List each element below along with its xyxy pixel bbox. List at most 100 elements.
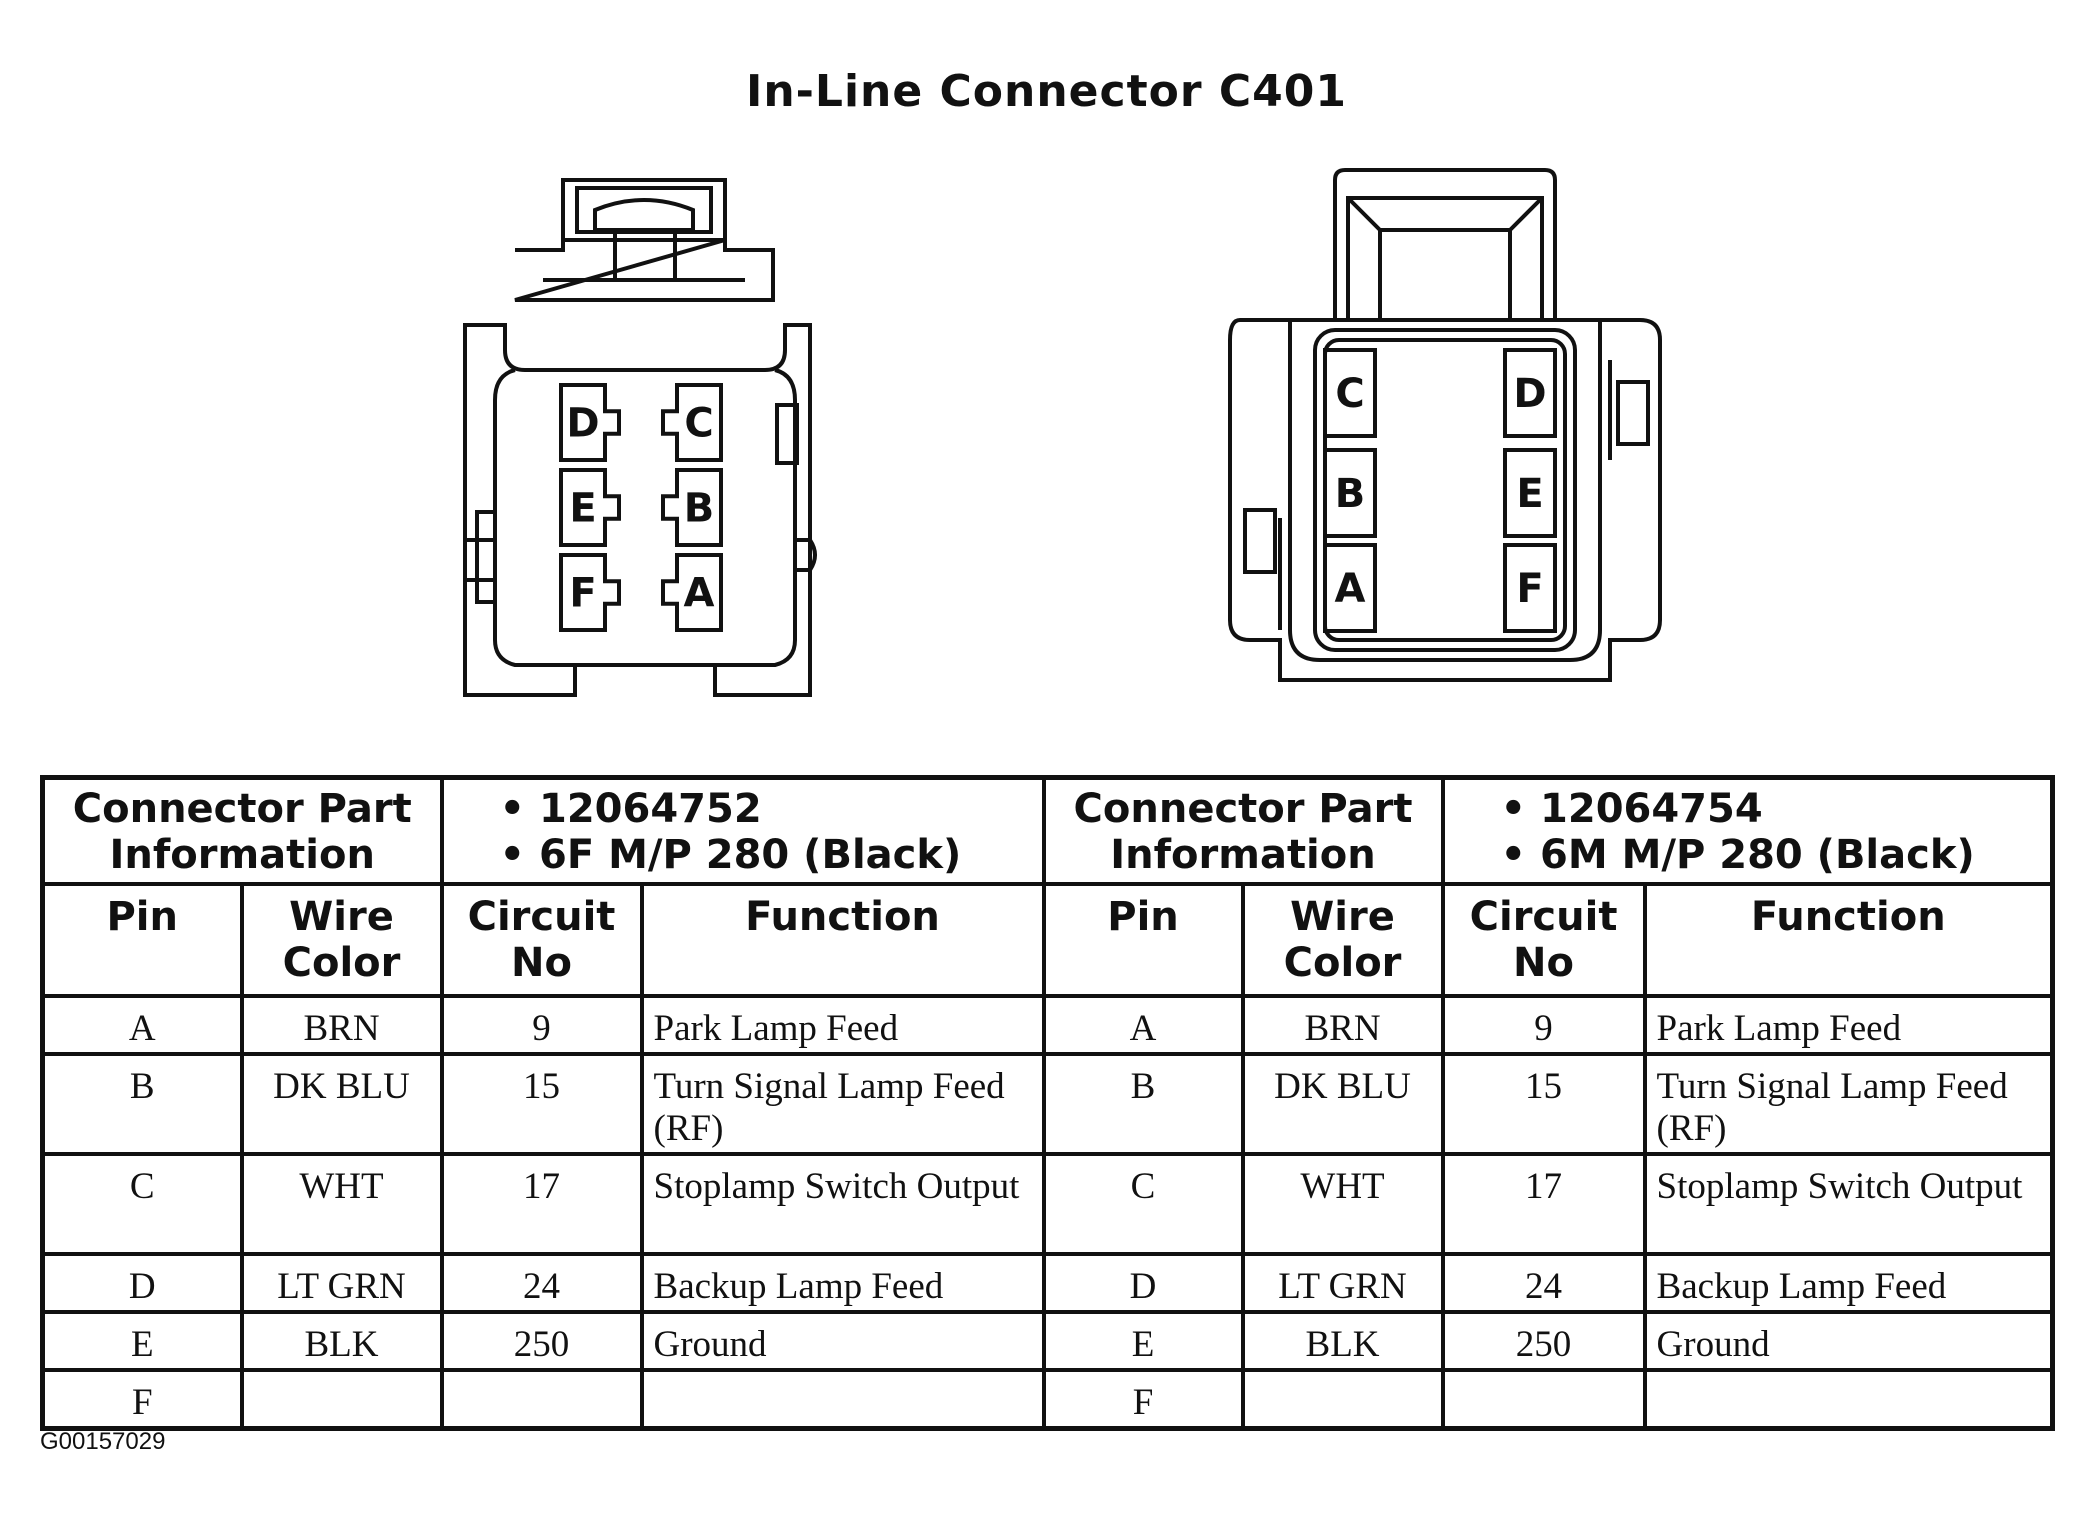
function-cell: Park Lamp Feed: [1642, 994, 2055, 1056]
function-cell: Backup Lamp Feed: [1642, 1252, 2055, 1314]
connector-face-male: C B A D E F: [1220, 160, 1670, 700]
wire-color-cell: WHT: [239, 1152, 444, 1256]
pin-label: C: [1335, 371, 1364, 417]
wire-color-cell: LT GRN: [239, 1252, 444, 1314]
pin-cell: B: [40, 1052, 244, 1156]
wire-color-cell: BRN: [239, 994, 444, 1056]
pin-cell: A: [1041, 994, 1245, 1056]
pin-cavity: [559, 383, 621, 462]
circuit-no-cell: 9: [1440, 994, 1647, 1056]
function-cell: Park Lamp Feed: [639, 994, 1046, 1056]
function-cell: Stoplamp Switch Output: [1642, 1152, 2055, 1256]
circuit-no-cell: 9: [439, 994, 644, 1056]
circuit-no-cell: 250: [1440, 1310, 1647, 1372]
col-header-wire-color: Wire Color: [239, 882, 444, 998]
part-info-label-left: Connector Part Information: [40, 775, 444, 886]
pin-cell: C: [1041, 1152, 1245, 1256]
pin-label: C: [684, 401, 713, 447]
pin-cavity: [559, 553, 621, 632]
pin-label: A: [684, 571, 715, 617]
pin-cell: B: [1041, 1052, 1245, 1156]
pin-label: F: [569, 571, 596, 617]
wire-color-cell: BLK: [239, 1310, 444, 1372]
function-cell: Turn Signal Lamp Feed (RF): [639, 1052, 1046, 1156]
wire-color-cell: WHT: [1240, 1152, 1445, 1256]
pin-cavity: [661, 383, 723, 462]
pin-cell: F: [1041, 1368, 1245, 1431]
col-header-function: Function: [1642, 882, 2055, 998]
pin-cell: F: [40, 1368, 244, 1431]
pin-cell: E: [1041, 1310, 1245, 1372]
pin-label: D: [566, 401, 599, 447]
part-numbers-right: • 12064754 • 6M M/P 280 (Black): [1440, 775, 2055, 886]
wire-color-cell: BRN: [1240, 994, 1445, 1056]
pin-cell: D: [1041, 1252, 1245, 1314]
figure-id: G00157029: [40, 1428, 166, 1455]
circuit-no-cell: 24: [1440, 1252, 1647, 1314]
pin-cavity: [1323, 348, 1377, 438]
part-number: • 12064754: [1500, 786, 1763, 832]
circuit-no-cell: 17: [1440, 1152, 1647, 1256]
part-number: • 12064752: [499, 786, 762, 832]
column-header-row: Pin Wire Color Circuit No Function Pin W…: [40, 882, 2055, 998]
col-header-function: Function: [639, 882, 1046, 998]
function-cell: Ground: [639, 1310, 1046, 1372]
circuit-no-cell: 15: [439, 1052, 644, 1156]
part-description: • 6M M/P 280 (Black): [1500, 832, 1975, 878]
pin-cavity: [1503, 543, 1557, 633]
circuit-no-cell: [439, 1368, 644, 1431]
pin-cell: A: [40, 994, 244, 1056]
function-cell: Stoplamp Switch Output: [639, 1152, 1046, 1256]
part-info-label-right: Connector Part Information: [1041, 775, 1445, 886]
col-header-pin: Pin: [40, 882, 244, 998]
pin-cavity: [661, 468, 723, 547]
circuit-no-cell: 15: [1440, 1052, 1647, 1156]
part-description: • 6F M/P 280 (Black): [499, 832, 962, 878]
function-cell: Ground: [1642, 1310, 2055, 1372]
function-cell: [639, 1368, 1046, 1431]
pin-label: E: [569, 486, 596, 532]
pin-label: F: [1516, 566, 1543, 612]
pin-label: D: [1513, 371, 1546, 417]
diagram-title: In-Line Connector C401: [745, 66, 1348, 117]
pin-cell: E: [40, 1310, 244, 1372]
part-info-row: Connector Part Information • 12064752 • …: [40, 775, 2055, 886]
circuit-no-cell: 24: [439, 1252, 644, 1314]
pin-cavity: [661, 553, 723, 632]
pin-cavity: [1323, 448, 1377, 538]
pin-cell: D: [40, 1252, 244, 1314]
col-header-pin: Pin: [1041, 882, 1245, 998]
function-cell: [1642, 1368, 2055, 1431]
col-header-circuit-no: Circuit No: [439, 882, 644, 998]
circuit-no-cell: 17: [439, 1152, 644, 1256]
pin-cavity: [1503, 348, 1557, 438]
wire-color-cell: [1240, 1368, 1445, 1431]
wire-color-cell: LT GRN: [1240, 1252, 1445, 1314]
pin-cavity: [559, 468, 621, 547]
pin-label: A: [1335, 566, 1366, 612]
col-header-circuit-no: Circuit No: [1440, 882, 1647, 998]
function-cell: Backup Lamp Feed: [639, 1252, 1046, 1314]
pin-cell: C: [40, 1152, 244, 1256]
pin-label: B: [684, 486, 715, 532]
pin-label: E: [1516, 471, 1543, 517]
wire-color-cell: BLK: [1240, 1310, 1445, 1372]
pin-label: B: [1335, 471, 1366, 517]
pin-cavity: [1503, 448, 1557, 538]
function-cell: Turn Signal Lamp Feed (RF): [1642, 1052, 2055, 1156]
part-numbers-left: • 12064752 • 6F M/P 280 (Black): [439, 775, 1046, 886]
wire-color-cell: DK BLU: [239, 1052, 444, 1156]
wire-color-cell: [239, 1368, 444, 1431]
circuit-no-cell: [1440, 1368, 1647, 1431]
pin-cavity: [1323, 543, 1377, 633]
circuit-no-cell: 250: [439, 1310, 644, 1372]
wire-color-cell: DK BLU: [1240, 1052, 1445, 1156]
pinout-table: Connector Part Information • 12064752 • …: [40, 775, 2056, 1431]
